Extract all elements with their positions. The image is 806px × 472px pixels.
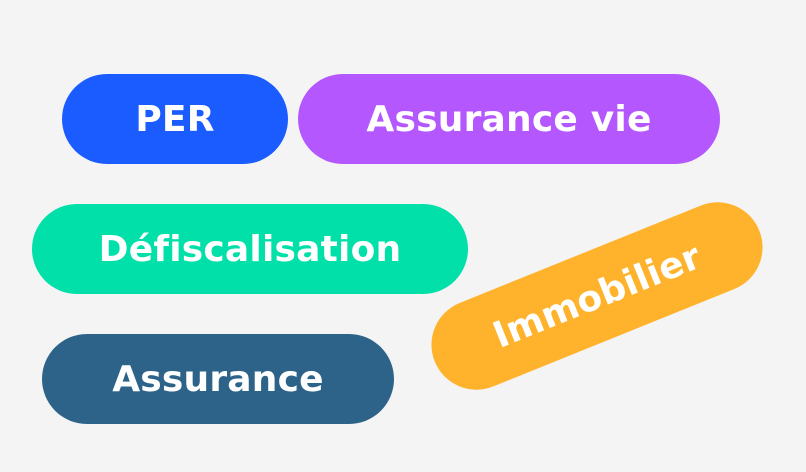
- tag-per[interactable]: PER: [62, 74, 288, 164]
- tag-assurance[interactable]: Assurance: [42, 334, 394, 424]
- tag-label: Défiscalisation: [98, 228, 402, 270]
- tag-label: Assurance: [112, 358, 324, 400]
- tag-label: PER: [135, 98, 215, 140]
- tag-label: Immobilier: [487, 235, 707, 357]
- tag-assurance-vie[interactable]: Assurance vie: [298, 74, 720, 164]
- tag-defiscalisation[interactable]: Défiscalisation: [32, 204, 468, 294]
- tag-label: Assurance vie: [366, 98, 652, 140]
- tag-immobilier[interactable]: Immobilier: [417, 188, 777, 404]
